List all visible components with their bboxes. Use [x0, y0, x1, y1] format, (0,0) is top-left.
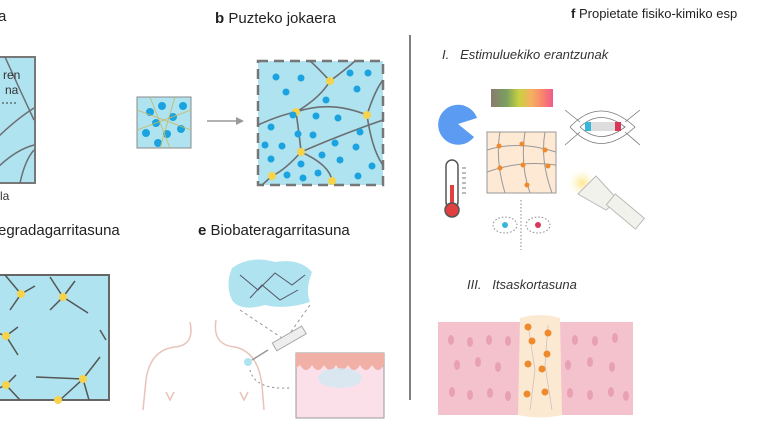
panel-a-title: a: [0, 8, 7, 25]
hydrogel-cloud: [228, 259, 312, 308]
panel-e-title-text: Biobateragarritasuna: [210, 222, 350, 239]
panel-letter: e: [198, 222, 207, 239]
thermometer-icon: [444, 159, 466, 218]
hydrogel-network-icon: [486, 131, 557, 194]
section-title: Estimuluekiko erantzunak: [460, 47, 609, 62]
tissue-adhesion-illustration: [438, 315, 633, 418]
panel-f-title-text: Propietate fisiko-kimiko esp: [578, 6, 738, 21]
color-spectrum-icon: [491, 89, 553, 107]
panel-b-title-text: Puzteko jokaera: [228, 10, 336, 27]
skin-section: [295, 352, 385, 419]
panel-e-title: e Biobateragarritasuna: [198, 222, 350, 239]
panel-letter: b: [215, 10, 225, 27]
panel-b-swelling: [136, 59, 385, 187]
panel-b-title: b Puzteko jokaera: [215, 10, 336, 27]
panel-letter: f: [571, 6, 576, 21]
section-1-heading: I. Estimuluekiko erantzunak: [442, 47, 608, 62]
panel-d-title: egradagarritasuna: [0, 222, 120, 239]
panel-a-label-1: ren: [3, 68, 21, 82]
body-outline: [142, 319, 265, 411]
pie-icon: [438, 104, 477, 145]
section-numeral: III.: [467, 277, 482, 292]
panel-a-bottom-label: la: [0, 189, 10, 203]
panel-a-label-2: na: [5, 83, 19, 97]
panel-d-degradability: [0, 274, 110, 404]
section-3-heading: III. Itsaskortasuna: [467, 277, 577, 292]
section-numeral: I.: [442, 47, 450, 62]
flashlight-icon: [566, 167, 646, 230]
section-title: Itsaskortasuna: [492, 277, 577, 292]
magnet-field-icon: [564, 109, 641, 146]
electric-dipole-icon: [492, 200, 551, 250]
panel-e-biocompatibility: [142, 259, 385, 419]
syringe-icon: [244, 325, 307, 366]
panel-a-hydrogel: [0, 56, 36, 184]
panel-f-title: f Propietate fisiko-kimiko esp: [571, 6, 737, 21]
